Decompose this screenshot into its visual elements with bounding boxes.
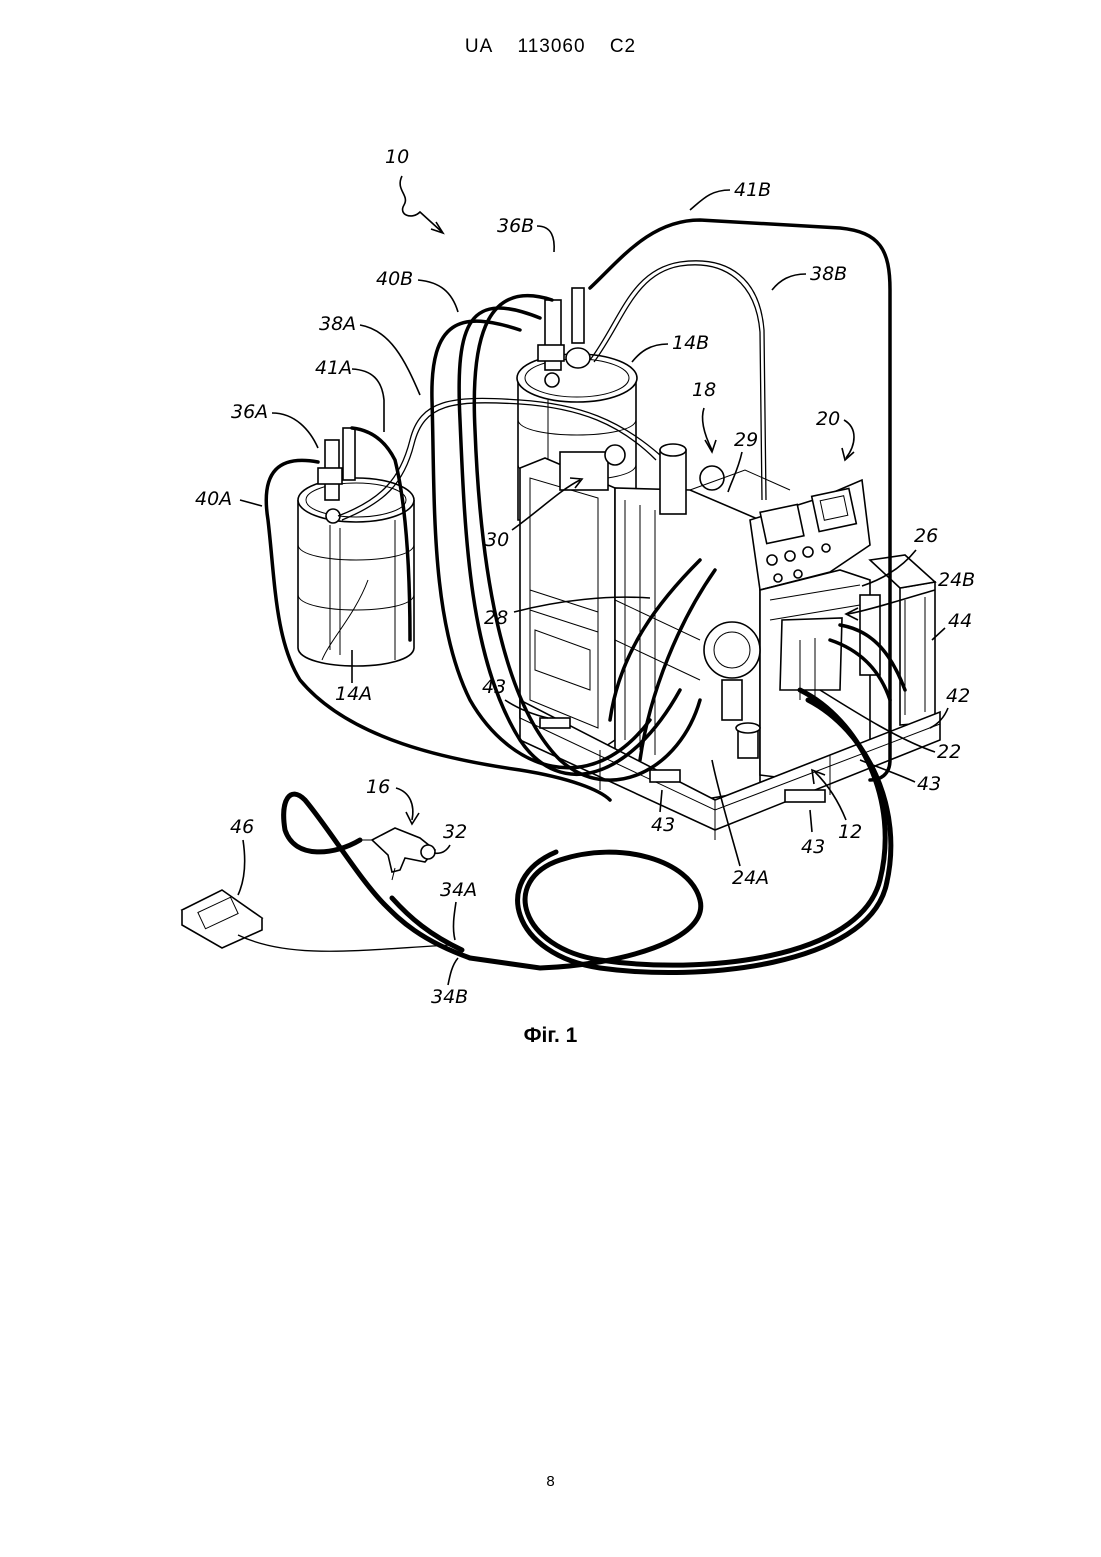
figure-caption: Фіг. 1 [0, 1024, 1101, 1048]
ref-label-41A: 41A [315, 357, 352, 379]
ref-label-42: 42 [946, 685, 970, 707]
ref-label-40A: 40A [195, 488, 232, 510]
ref-label-38A: 38A [319, 313, 356, 335]
ref-label-24A: 24A [732, 867, 769, 889]
ref-label-44: 44 [948, 610, 972, 632]
leader-10 [400, 176, 442, 232]
ref-label-12: 12 [838, 821, 862, 843]
ref-label-18: 18 [692, 379, 716, 401]
ref-label-34A: 34A [440, 879, 477, 901]
ref-label-38B: 38B [810, 263, 847, 285]
ref-label-22: 22 [937, 741, 961, 763]
page-number: 8 [0, 1473, 1101, 1490]
ref-label-14A: 14A [335, 683, 372, 705]
ref-label-36A: 36A [231, 401, 268, 423]
ref-label-30: 30 [485, 529, 509, 551]
ref-label-20: 20 [816, 408, 840, 430]
ref-label-34B: 34B [431, 986, 468, 1008]
ref-label-46: 46 [230, 816, 254, 838]
ref-label-29: 29 [734, 429, 758, 451]
ref-label-26: 26 [914, 525, 938, 547]
ref-label-43-a: 43 [482, 676, 506, 698]
ref-label-16: 16 [366, 776, 390, 798]
remote-display-46 [182, 890, 450, 951]
ref-label-43-d: 43 [801, 836, 825, 858]
ref-10-group: 10 [385, 146, 443, 233]
ref-label-14B: 14B [672, 332, 709, 354]
ref-label-24B: 24B [938, 569, 975, 591]
spray-gun-32 [360, 828, 435, 880]
ref-label-36B: 36B [497, 215, 534, 237]
ref-label-10: 10 [385, 146, 409, 168]
ref-label-43-b: 43 [917, 773, 941, 795]
ref-label-43-c: 43 [651, 814, 675, 836]
ref-label-28: 28 [484, 607, 508, 629]
ref-label-40B: 40B [376, 268, 413, 290]
ref-label-41B: 41B [734, 179, 771, 201]
ref-label-32: 32 [443, 821, 467, 843]
